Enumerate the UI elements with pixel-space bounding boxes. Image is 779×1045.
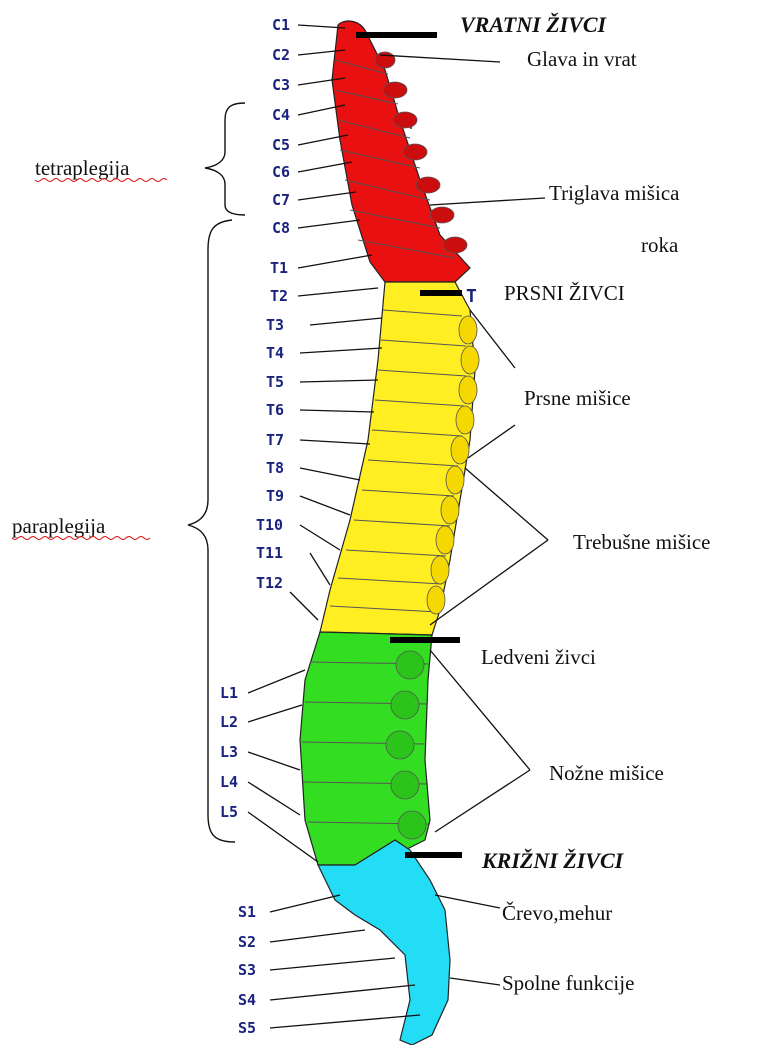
sacral-nerves-heading: KRIŽNI ŽIVCI	[481, 848, 625, 873]
level-s4: S4	[238, 991, 256, 1009]
lumbar-nerves-label: Ledveni živci	[481, 645, 596, 669]
level-l4: L4	[220, 773, 238, 791]
level-t6: T6	[266, 401, 284, 419]
level-c3: C3	[272, 76, 290, 94]
level-l5: L5	[220, 803, 238, 821]
cervical-nerves-heading: VRATNI ŽIVCI	[460, 12, 608, 37]
level-l1: L1	[220, 684, 238, 702]
thoracic-marker: T	[466, 286, 477, 307]
tetraplegia-brace	[205, 103, 245, 215]
level-t2: T2	[270, 287, 288, 305]
level-s5: S5	[238, 1019, 256, 1037]
level-c4: C4	[272, 106, 290, 124]
level-t7: T7	[266, 431, 284, 449]
leg-muscles-label: Nožne mišice	[549, 761, 664, 785]
level-t9: T9	[266, 487, 284, 505]
head-neck-label: Glava in vrat	[527, 47, 637, 71]
level-labels: C1 C2 C3 C4 C5 C6 C7 C8 T1 T2 T3 T4 T5 T…	[220, 16, 290, 1037]
level-c1: C1	[272, 16, 290, 34]
level-t5: T5	[266, 373, 284, 391]
level-l3: L3	[220, 743, 238, 761]
paraplegia-label: paraplegija	[12, 514, 106, 538]
triceps-label: Triglava mišica	[549, 181, 680, 205]
spine	[300, 21, 479, 1045]
arm-label: roka	[641, 233, 679, 257]
level-c5: C5	[272, 136, 290, 154]
level-t1: T1	[270, 259, 288, 277]
level-s2: S2	[238, 933, 256, 951]
level-c2: C2	[272, 46, 290, 64]
level-s3: S3	[238, 961, 256, 979]
level-c7: C7	[272, 191, 290, 209]
level-t12: T12	[256, 574, 283, 592]
chest-muscles-label: Prsne mišice	[524, 386, 631, 410]
tetraplegia-label: tetraplegija	[35, 156, 130, 180]
level-l2: L2	[220, 713, 238, 731]
level-t10: T10	[256, 516, 283, 534]
thoracic-segment	[320, 282, 475, 635]
region-braces	[188, 103, 245, 842]
thoracic-nerves-label: PRSNI ŽIVCI	[504, 281, 625, 305]
abdominal-muscles-label: Trebušne mišice	[573, 530, 710, 554]
sacral-segment	[318, 840, 450, 1045]
level-t11: T11	[256, 544, 283, 562]
level-s1: S1	[238, 903, 256, 921]
level-c6: C6	[272, 163, 290, 181]
level-t8: T8	[266, 459, 284, 477]
level-c8: C8	[272, 219, 290, 237]
level-t4: T4	[266, 344, 284, 362]
spellcheck-underline	[12, 537, 150, 540]
bowel-bladder-label: Črevo,mehur	[502, 901, 612, 925]
level-t3: T3	[266, 316, 284, 334]
sexual-function-label: Spolne funkcije	[502, 971, 634, 995]
